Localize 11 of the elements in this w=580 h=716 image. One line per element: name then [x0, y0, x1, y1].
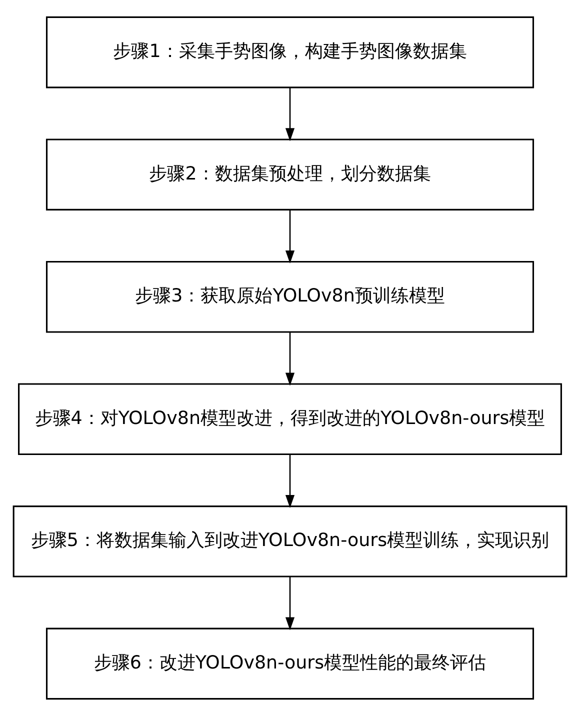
- arrow: [285, 454, 295, 508]
- arrow: [285, 210, 295, 264]
- arrow: [285, 88, 295, 142]
- arrow: [285, 576, 295, 630]
- arrow: [285, 332, 295, 386]
- node-box: 步骤1：采集手势图像，构建手势图像数据集: [46, 16, 534, 88]
- node-box: 步骤3：获取原始YOLOv8n预训练模型: [46, 260, 534, 333]
- node-box: 步骤2：数据集预处理，划分数据集: [46, 138, 534, 210]
- node-box: 步骤4：对YOLOv8n模型改进，得到改进的YOLOv8n-ours模型: [18, 383, 562, 456]
- node-box: 步骤6：改进YOLOv8n-ours模型性能的最终评估: [46, 628, 534, 700]
- node-box: 步骤5：将数据集输入到改进YOLOv8n-ours模型训练，实现识别: [12, 506, 568, 578]
